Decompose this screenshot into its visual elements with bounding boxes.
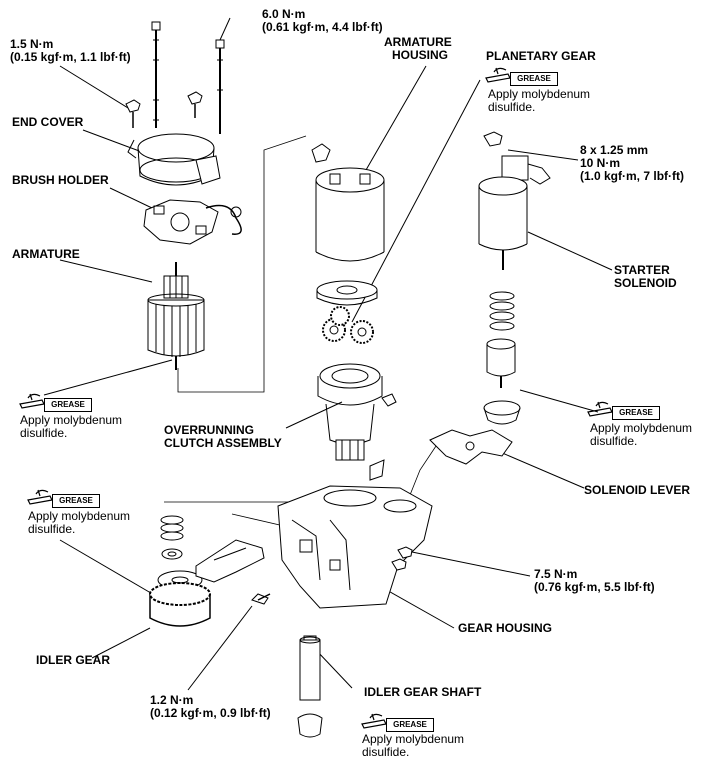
end-cover: [127, 133, 221, 186]
torque-value: 1.5 N·m: [10, 37, 54, 51]
label-armature-housing: ARMATURE HOUSING: [384, 36, 452, 62]
grease-note-line: Apply molybdenum: [362, 732, 465, 746]
grease-note-line: Apply molybdenum: [28, 509, 131, 523]
solenoid-plunger: [486, 338, 516, 388]
label-line: SOLENOID: [614, 276, 677, 290]
thread-size: 8 x 1.25 mm: [580, 143, 649, 157]
solenoid-lever: [429, 429, 513, 465]
starter-solenoid: [478, 131, 551, 270]
grease-gun-icon: GREASE: [26, 486, 104, 508]
grease-note-line: Apply molybdenum: [590, 421, 693, 435]
label-line: OVERRUNNING: [164, 423, 255, 437]
leader-idler-grease: [59, 539, 157, 597]
leader-planetary-gear: [351, 79, 481, 323]
armature-housing: [311, 143, 385, 306]
gear-housing-nuts: [391, 546, 413, 571]
torque-conversion: (1.0 kgf·m, 7 lbf·ft): [580, 169, 684, 183]
idler-washer: [161, 548, 183, 560]
grease-tag: GREASE: [52, 494, 100, 508]
label-gear-housing: GEAR HOUSING: [458, 621, 553, 635]
label-brush-holder: BRUSH HOLDER: [12, 173, 109, 187]
leader-end-cover-screw: [59, 65, 129, 109]
armature: [147, 262, 205, 370]
label-starter-solenoid: STARTER SOLENOID: [614, 264, 677, 290]
grease-gun-icon: GREASE: [360, 710, 438, 732]
leader-solenoid-nut: [507, 149, 579, 161]
gear-housing: [277, 459, 433, 609]
idler-gear-shaft: [297, 635, 323, 738]
grease-note-line: Apply molybdenum: [20, 413, 123, 427]
torque-conversion: (0.15 kgf·m, 1.1 lbf·ft): [10, 50, 131, 64]
solenoid-spring: [489, 291, 515, 331]
leader-solenoid-lever: [499, 451, 585, 489]
planetary-gears: [322, 306, 374, 344]
grease-note-line: disulfide.: [488, 100, 536, 114]
idler-gear: [149, 570, 211, 627]
leader-gear-housing-nut: [411, 551, 531, 577]
idler-spring: [160, 515, 184, 541]
overrunning-clutch-assembly: [317, 363, 397, 461]
label-idler-gear-shaft: IDLER GEAR SHAFT: [364, 685, 482, 699]
leader-overrunning-clutch: [285, 401, 343, 429]
label-planetary-gear: PLANETARY GEAR: [486, 49, 596, 63]
torque-conversion: (0.61 kgf·m, 4.4 lbf·ft): [262, 20, 383, 34]
torque-solenoid-nut: 8 x 1.25 mm 10 N·m (1.0 kgf·m, 7 lbf·ft): [580, 144, 684, 183]
grease-tag: GREASE: [612, 406, 660, 420]
idler-bolt: [251, 593, 271, 605]
grease-note-line: disulfide.: [28, 522, 76, 536]
leader-idler-shaft: [315, 649, 353, 689]
leader-through-bolt: [219, 17, 231, 41]
torque-conversion: (0.76 kgf·m, 5.5 lbf·ft): [534, 580, 655, 594]
leader-end-cover: [82, 129, 143, 153]
leader-plunger-grease: [519, 389, 599, 413]
shift-fork: [195, 539, 265, 583]
leader-starter-solenoid: [527, 231, 613, 271]
torque-end-cover-screw: 1.5 N·m (0.15 kgf·m, 1.1 lbf·ft): [10, 38, 131, 64]
leader-armature: [59, 259, 153, 283]
grease-tag: GREASE: [44, 398, 92, 412]
grease-note-line: disulfide.: [362, 745, 410, 759]
grease-note-line: disulfide.: [590, 434, 638, 448]
label-line: CLUTCH ASSEMBLY: [164, 436, 282, 450]
torque-gear-housing: 7.5 N·m (0.76 kgf·m, 5.5 lbf·ft): [534, 568, 655, 594]
leader-idler-bolt: [187, 605, 253, 691]
label-line: STARTER: [614, 263, 670, 277]
torque-value: 7.5 N·m: [534, 567, 578, 581]
grease-note-line: Apply molybdenum: [488, 87, 591, 101]
brush-holder: [143, 199, 242, 245]
label-armature: ARMATURE: [12, 247, 80, 261]
end-cover-screws: [125, 91, 203, 128]
through-bolts: [151, 21, 225, 134]
grease-gun-icon: GREASE: [18, 390, 96, 412]
label-line: ARMATURE: [384, 35, 452, 49]
grease-gun-icon: GREASE: [586, 398, 664, 420]
label-end-cover: END COVER: [12, 115, 84, 129]
label-idler-gear: IDLER GEAR: [36, 653, 111, 667]
torque-value: 10 N·m: [580, 156, 621, 170]
torque-value: 1.2 N·m: [150, 693, 194, 707]
torque-idler-bolt: 1.2 N·m (0.12 kgf·m, 0.9 lbf·ft): [150, 694, 271, 720]
torque-value: 6.0 N·m: [262, 7, 306, 21]
torque-conversion: (0.12 kgf·m, 0.9 lbf·ft): [150, 706, 271, 720]
plunger-boot: [483, 400, 521, 425]
leader-armature-grease: [43, 359, 173, 396]
label-line: HOUSING: [392, 48, 449, 62]
label-solenoid-lever: SOLENOID LEVER: [584, 483, 691, 497]
label-overrunning-clutch: OVERRUNNING CLUTCH ASSEMBLY: [164, 424, 282, 450]
grease-note-line: disulfide.: [20, 426, 68, 440]
grease-tag: GREASE: [510, 72, 558, 86]
grease-gun-icon: GREASE: [484, 64, 562, 86]
grease-tag: GREASE: [386, 718, 434, 732]
leader-idler-gear: [91, 627, 151, 659]
leader-armature-housing: [365, 65, 427, 171]
leader-brush-holder: [109, 187, 153, 209]
torque-through-bolt: 6.0 N·m (0.61 kgf·m, 4.4 lbf·ft): [262, 8, 383, 34]
